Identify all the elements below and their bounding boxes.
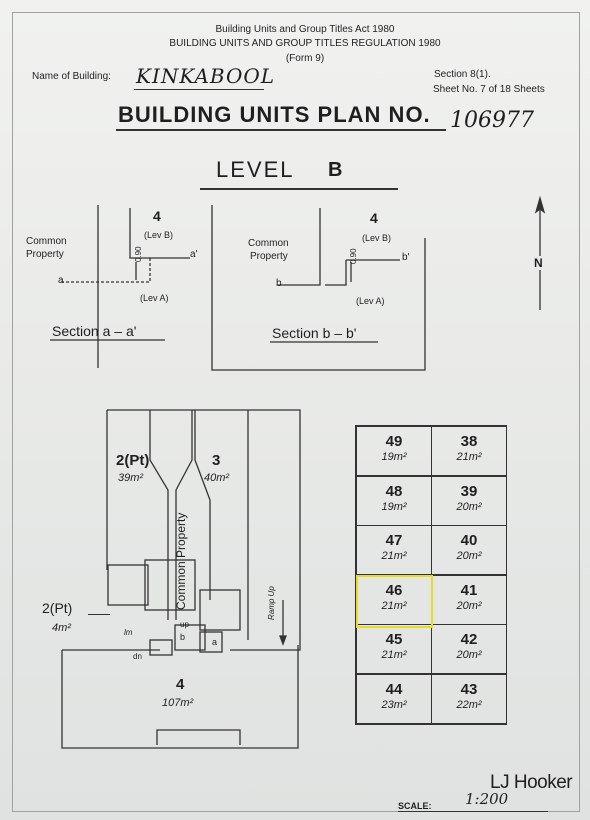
level-underline (200, 188, 398, 190)
unit-3-area: 40m² (204, 472, 230, 484)
unit-area: 21m² (381, 599, 407, 612)
unit-area: 21m² (456, 451, 482, 463)
building-name-label: Name of Building: (32, 71, 111, 82)
form-number: (Form 9) (285, 53, 325, 64)
section-a-left-mark: a (58, 275, 64, 286)
section-b-lev-b: (Lev B) (362, 233, 392, 243)
unit-area: 19m² (381, 500, 407, 513)
north-arrow-icon: N (534, 256, 543, 270)
section-b-right-mark: b' (402, 252, 410, 263)
mark-up: up (180, 620, 189, 629)
unit-area: 20m² (456, 550, 482, 562)
scale-underline (398, 811, 548, 812)
lj-hooker-logo: LJ Hooker (490, 772, 573, 793)
unit-number: 40 (460, 532, 478, 549)
unit-number: 42 (460, 631, 478, 648)
unit-46-highlight (356, 575, 433, 628)
section-b-unit: 4 (370, 210, 378, 226)
unit-4: 4 (176, 676, 185, 693)
unit-3: 3 (212, 452, 221, 469)
scale-label: SCALE: (398, 801, 432, 811)
section-b-height: 0.90 (349, 248, 358, 264)
unit-area: 19m² (381, 451, 407, 463)
unit-number: 46 (385, 581, 403, 599)
sheet-border (12, 12, 580, 812)
unit-2pt-left: 2(Pt) (42, 600, 73, 616)
section-a-lev-a: (Lev A) (140, 293, 169, 303)
level-value: B (328, 159, 343, 181)
ramp-label: Ramp Up (267, 586, 276, 620)
section-b-common: Common (248, 238, 289, 249)
plan-number: 106977 (450, 108, 534, 133)
section-a-property: Property (26, 249, 64, 260)
unit-2pt-top: 2(Pt) (116, 452, 150, 469)
section-b-caption: Section b – b' (272, 325, 357, 341)
sheet-number: Sheet No. 7 of 18 Sheets (433, 84, 545, 95)
building-name-value: KINKABOOL (136, 64, 276, 88)
mark-lm: lm (124, 628, 133, 637)
unit-number: 43 (460, 680, 478, 698)
unit-number: 41 (460, 581, 478, 599)
title-underline (116, 129, 446, 131)
scale-value: 1:200 (465, 790, 509, 808)
mark-a: a (212, 637, 218, 647)
unit-number: 45 (385, 631, 403, 648)
section-a-height: 0.90 (134, 246, 143, 262)
section-a-unit: 4 (153, 208, 161, 224)
unit-number: 44 (385, 680, 403, 698)
leader-line (88, 614, 110, 615)
unit-number: 47 (385, 532, 403, 549)
section-a-common: Common (26, 236, 67, 247)
section-b-property: Property (250, 251, 288, 262)
plan-title: BUILDING UNITS PLAN NO. (118, 102, 431, 127)
unit-area: 20m² (456, 599, 482, 612)
level-label: LEVEL (216, 157, 295, 182)
section-a-lev-b: (Lev B) (144, 230, 174, 240)
unit-4-area: 107m² (162, 697, 194, 709)
unit-number: 39 (460, 482, 478, 500)
section-a-right-mark: a' (190, 249, 198, 260)
unit-area: 22m² (456, 698, 482, 711)
regulation-title: BUILDING UNITS AND GROUP TITLES REGULATI… (169, 38, 441, 49)
unit-area: 21m² (381, 649, 407, 661)
section-b-left-mark: b (276, 278, 282, 289)
unit-area: 20m² (456, 649, 482, 661)
mark-dn: dn (133, 652, 142, 661)
unit-2pt-left-area: 4m² (52, 622, 71, 634)
unit-number: 38 (460, 433, 478, 450)
act-title: Building Units and Group Titles Act 1980 (215, 24, 395, 35)
mark-b: b (180, 632, 186, 642)
section-a-caption: Section a – a' (52, 323, 137, 339)
unit-area: 23m² (381, 698, 407, 711)
unit-number: 48 (385, 482, 403, 500)
unit-area: 21m² (381, 550, 407, 562)
unit-number: 49 (385, 433, 403, 450)
name-underline (134, 89, 264, 90)
unit-area: 20m² (456, 500, 482, 513)
common-property-label: Common Property (174, 512, 188, 610)
section-reference: Section 8(1). (434, 69, 491, 80)
section-b-lev-a: (Lev A) (356, 296, 385, 306)
unit-2pt-top-area: 39m² (118, 472, 144, 484)
